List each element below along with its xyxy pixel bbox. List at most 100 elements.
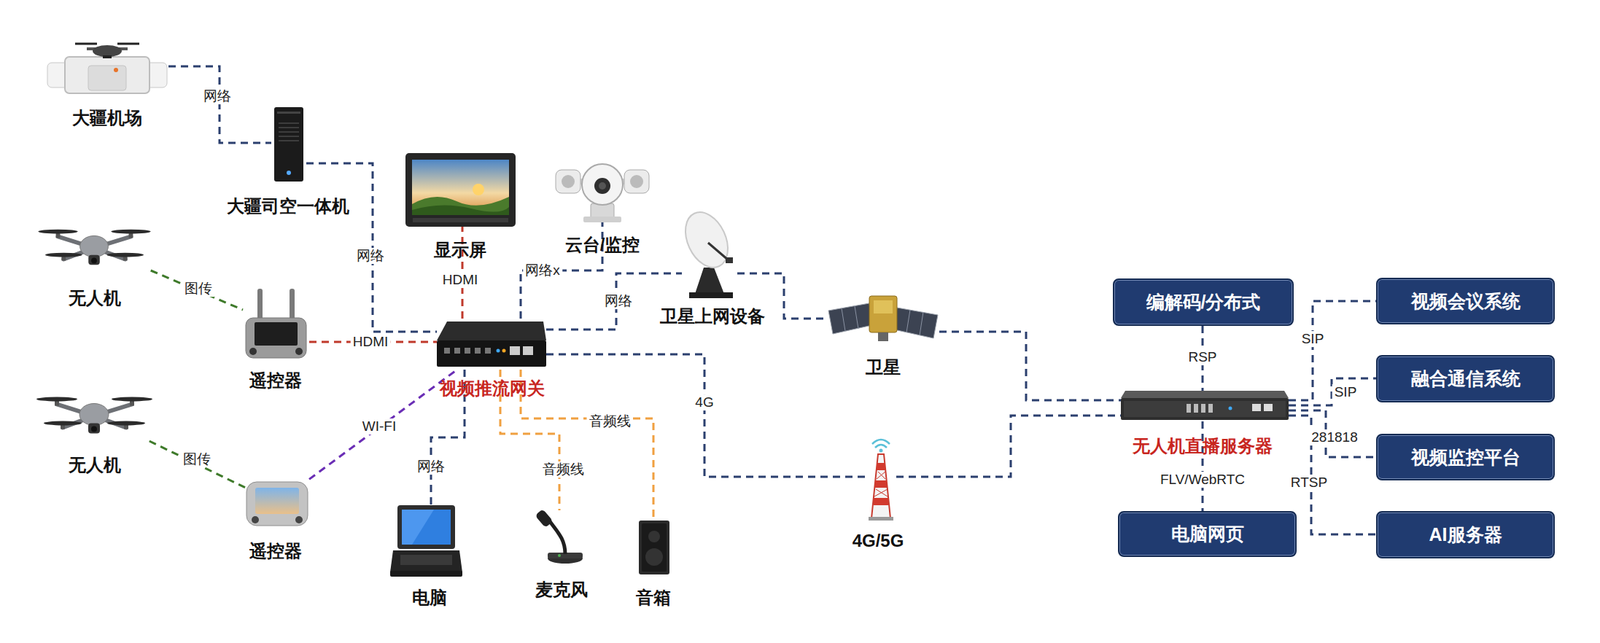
device-label: 电脑 (412, 588, 448, 608)
icon-part (725, 257, 733, 264)
device-node: 无人机 (33, 222, 156, 271)
icon-part (1208, 404, 1213, 413)
icon-part (708, 242, 729, 261)
icon-part (245, 317, 307, 359)
device-label: 无人机直播服务器 (1132, 436, 1273, 456)
icon-part (246, 482, 308, 526)
icon-part (828, 303, 873, 335)
icon-part (464, 347, 471, 354)
icon-part (444, 347, 491, 354)
icon-part (412, 196, 510, 216)
dashed-connector (1201, 421, 1205, 512)
icon-part (484, 347, 491, 354)
icon-part (257, 288, 263, 321)
icon-part (117, 43, 140, 46)
icon-part (875, 480, 887, 488)
icon-part (278, 140, 299, 142)
icon-part (873, 498, 889, 506)
icon-part (474, 347, 481, 354)
icon-part (535, 509, 554, 528)
icon-part (106, 253, 143, 258)
device-node: 无人机直播服务器 (1120, 390, 1289, 422)
system-box: AI服务器 (1376, 511, 1555, 559)
icon-part (36, 397, 153, 426)
icon-part (454, 347, 461, 354)
icon-part (390, 550, 463, 573)
icon-part (549, 520, 566, 555)
icon-part (1123, 401, 1286, 418)
icon-part (64, 56, 150, 94)
icon-part (557, 554, 561, 558)
icon-part (876, 471, 886, 480)
icon-part (472, 183, 485, 196)
dashed-connector (546, 354, 866, 477)
box-label: 视频监控平台 (1411, 445, 1521, 470)
device-label: 卫星 (865, 358, 901, 378)
icon-part (274, 107, 304, 182)
icon-part (868, 517, 894, 521)
icon-part (1228, 406, 1233, 411)
speaker-icon (637, 520, 671, 575)
icon-part (45, 253, 82, 258)
connector-label: RTSP (1288, 474, 1330, 491)
icon-part (1201, 404, 1206, 413)
device-label: 云台/监控 (565, 235, 641, 255)
icon-part (405, 153, 516, 227)
connector-label: 4G (692, 394, 716, 411)
icon-part (111, 397, 153, 402)
box-label: 编解码/分布式 (1146, 290, 1261, 315)
icon-part (278, 131, 299, 133)
icon-part (254, 322, 298, 346)
device-label: 遥控器 (249, 541, 302, 561)
icon-part (88, 255, 100, 266)
connector-label: SIP (1299, 331, 1327, 348)
device-label: 音箱 (635, 588, 671, 608)
icon-part (286, 170, 291, 176)
icon-part (102, 55, 112, 59)
tower-icon (865, 433, 897, 521)
icon-part (79, 404, 109, 426)
device-node: 卫星 (826, 288, 940, 345)
device-node: 遥控器 (245, 477, 310, 529)
icon-part (594, 177, 611, 194)
dashed-connector (939, 331, 1121, 401)
icon-part (874, 471, 888, 497)
icon-part (278, 135, 299, 138)
icon-part (624, 169, 650, 194)
icon-part (561, 175, 575, 189)
connector-label: SIP (1332, 384, 1360, 401)
icon-part (412, 204, 510, 216)
icon-part (581, 164, 623, 205)
icon-part (278, 123, 299, 141)
dashed-connector (896, 415, 1121, 477)
icon-part (677, 205, 737, 275)
server-icon (1120, 390, 1289, 422)
icon-part (638, 520, 670, 575)
device-label: 显示屏 (433, 240, 487, 260)
device-label: 无人机 (68, 455, 122, 475)
icon-part (694, 267, 725, 294)
device-node: 4G/5G (865, 433, 897, 521)
dashed-connector (1288, 415, 1377, 535)
device-node: 无人机 (33, 387, 156, 442)
connector-label: 音频线 (587, 413, 633, 430)
system-box: 视频监控平台 (1376, 433, 1555, 481)
icon-part (412, 218, 509, 223)
icon-part (88, 65, 127, 91)
device-label: 视频推流网关 (439, 379, 545, 399)
dashed-connector (1288, 301, 1377, 401)
icon-part (873, 463, 889, 506)
icon-part (412, 159, 510, 216)
device-node: 电脑 (390, 505, 463, 577)
dashed-connector (1288, 410, 1377, 458)
rc1-icon (242, 288, 310, 360)
icon-part (872, 439, 890, 445)
box-label: AI服务器 (1429, 522, 1503, 547)
icon-part (648, 530, 660, 543)
icon-part (689, 292, 733, 299)
icon-part (872, 439, 890, 448)
icon-part (906, 309, 911, 333)
mic-icon (536, 510, 585, 565)
icon-part (113, 67, 119, 73)
icon-part (509, 346, 520, 356)
